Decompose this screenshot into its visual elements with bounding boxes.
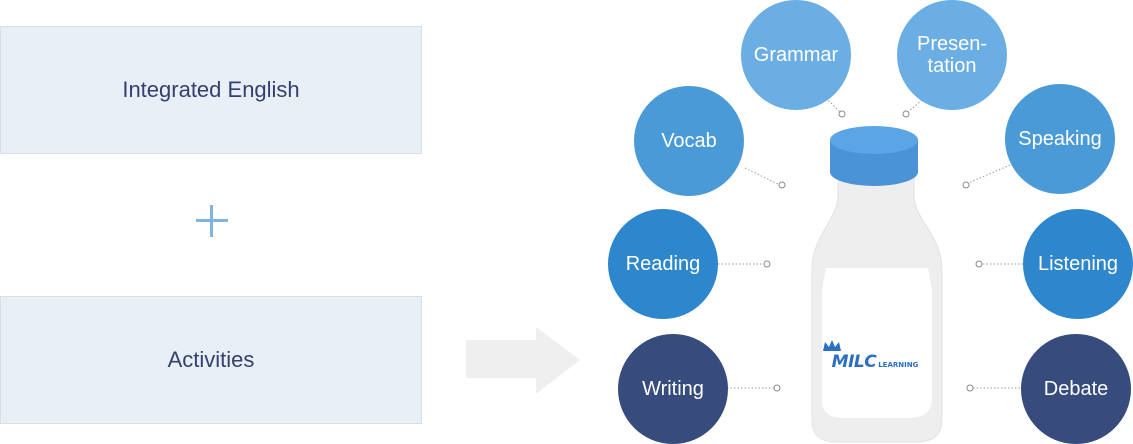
crown-icon	[823, 340, 841, 351]
activities-box: Activities	[0, 296, 422, 424]
integrated-english-box: Integrated English	[0, 26, 422, 154]
speaking-label: Speaking	[1018, 128, 1102, 150]
presentation-circle: Presen- tation	[897, 0, 1007, 110]
plus-icon	[196, 205, 228, 237]
writing-label: Writing	[642, 378, 704, 400]
presentation-label: Presen- tation	[916, 33, 988, 77]
logo-brand: MILC	[831, 352, 877, 372]
debate-label: Debate	[1043, 378, 1109, 400]
writing-circle: Writing	[618, 334, 728, 444]
grammar-label: Grammar	[753, 44, 839, 66]
milc-logo: MILC LEARNING	[820, 338, 930, 372]
activities-label: Activities	[167, 347, 255, 372]
speaking-circle: Speaking	[1005, 84, 1115, 194]
vocab-circle: Vocab	[634, 86, 744, 196]
grammar-circle: Grammar	[741, 0, 851, 110]
listening-circle: Listening	[1023, 209, 1133, 319]
reading-circle: Reading	[608, 209, 718, 319]
listening-label: Listening	[1037, 253, 1119, 275]
integrated-english-label: Integrated English	[122, 77, 300, 102]
vocab-label: Vocab	[661, 130, 717, 152]
debate-circle: Debate	[1021, 334, 1131, 444]
reading-label: Reading	[625, 253, 701, 275]
logo-suffix: LEARNING	[878, 361, 919, 369]
